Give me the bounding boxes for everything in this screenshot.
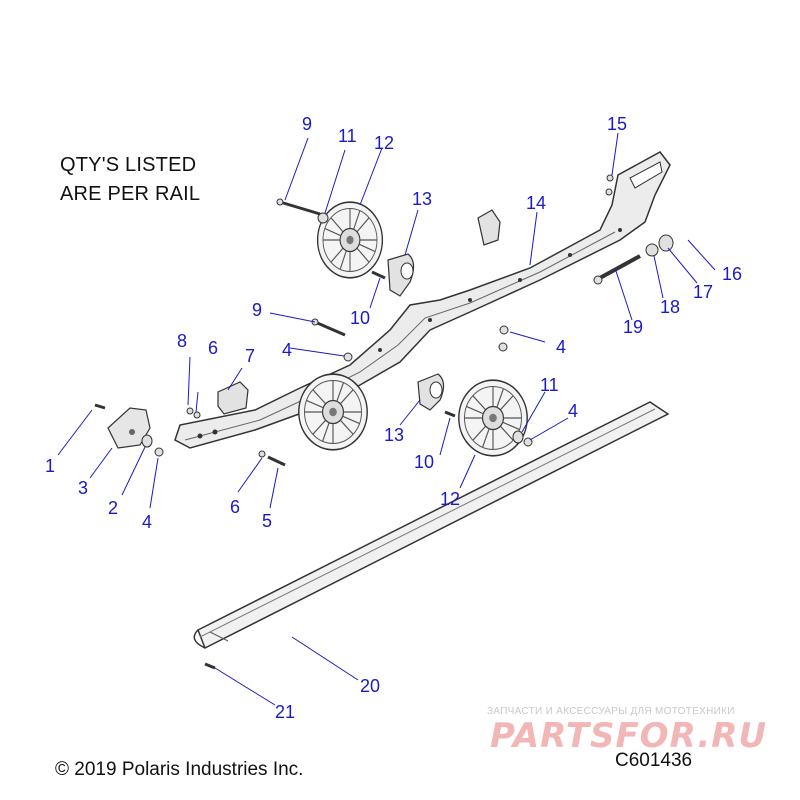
callout-20: 20 [360,676,380,696]
callout-4-end-cap: 4 [142,512,152,532]
callouts: 1 2 3 4 4 4 4 5 6 6 7 8 9 9 10 10 11 11 … [45,114,742,722]
wheel-bracket-lower [417,373,445,411]
leader-lines [57,132,716,706]
callout-17: 17 [693,282,713,302]
callout-6-upper: 6 [208,338,218,358]
watermark-logo: PARTSFOR.RU [490,716,768,756]
callout-8: 8 [177,331,187,351]
callout-18: 18 [660,297,680,317]
quantity-note-line-2: ARE PER RAIL [60,183,201,205]
callout-12-lower: 12 [440,489,460,509]
idler-wheel-lower [458,379,528,457]
quantity-note-line-1: QTY'S LISTED [60,154,197,176]
callout-10-lower: 10 [414,452,434,472]
rail-slide [193,401,670,650]
wheel-bracket-upper [387,253,415,297]
bumper-block [217,381,249,415]
callout-9-lower: 9 [252,300,262,320]
rear-bracket [477,209,501,246]
callout-11-lower: 11 [540,375,559,395]
callout-14: 14 [526,193,546,213]
callout-21: 21 [275,702,295,722]
callout-1: 1 [45,456,55,476]
copyright-text: © 2019 Polaris Industries Inc. [55,759,304,780]
callout-13-upper: 13 [412,189,432,209]
rail-end-cap [107,407,151,449]
figure-code: C601436 [615,750,693,771]
suspension-rail [174,151,671,449]
callout-4-wheel: 4 [568,401,578,421]
callout-11-upper: 11 [338,126,357,146]
hardware [94,174,674,670]
callout-9-upper: 9 [302,114,312,134]
callout-3: 3 [78,478,88,498]
callout-7: 7 [245,346,255,366]
callout-15: 15 [607,114,627,134]
callout-6-lower: 6 [230,497,240,517]
callout-13-lower: 13 [384,425,404,445]
idler-wheel-middle [298,373,368,451]
watermark-subtitle: ЗАПЧАСТИ И АКСЕССУАРЫ ДЛЯ МОТОТЕХНИКИ [487,706,735,717]
callout-5: 5 [262,511,272,531]
callout-4-right: 4 [556,337,566,357]
callout-2: 2 [108,498,118,518]
callout-10-upper: 10 [350,308,370,328]
callout-4-rail: 4 [282,340,292,360]
callout-12-upper: 12 [374,133,394,153]
callout-19: 19 [623,317,643,337]
callout-16: 16 [722,264,742,284]
idler-wheel-upper [316,201,384,279]
